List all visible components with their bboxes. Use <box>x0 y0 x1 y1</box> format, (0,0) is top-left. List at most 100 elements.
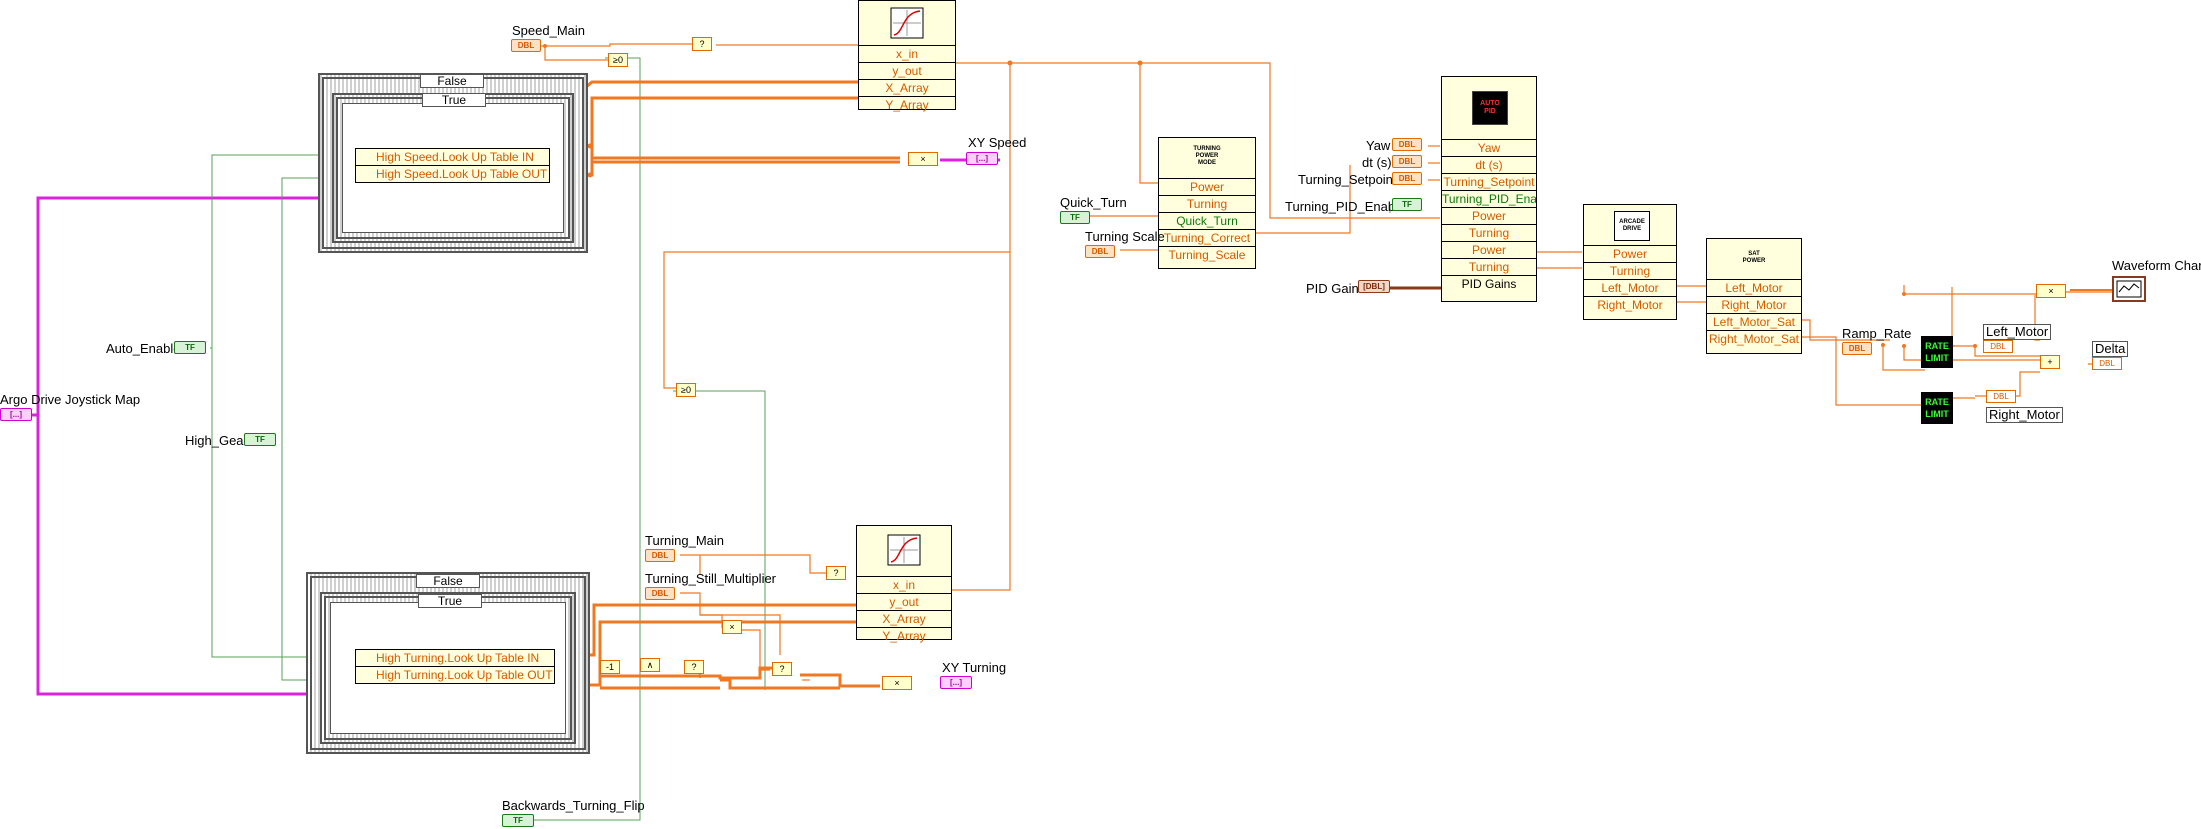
auto-pid-subvi[interactable]: AUTO PID Yaw dt (s) Turning_Setpoint Tur… <box>1441 76 1537 302</box>
turning-main-select-primitive[interactable]: ? <box>826 566 846 580</box>
interp-top-row-y-out: y_out <box>859 63 955 80</box>
delta-indicator[interactable]: DBL <box>2092 357 2122 370</box>
backwards-turning-flip-terminal[interactable]: TF <box>502 814 534 827</box>
turning-scale-label: Turning Scale <box>1085 229 1165 244</box>
chart-icon <box>2116 280 2142 298</box>
turning-select-primitive-1[interactable]: ? <box>684 660 704 674</box>
sat-row-right-motor: Right_Motor <box>1707 297 1801 314</box>
pid-gains-terminal[interactable]: [DBL] <box>1358 280 1390 293</box>
build-xy-turning[interactable]: × <box>882 676 912 690</box>
speed-lut-in: High Speed.Look Up Table IN <box>376 150 534 164</box>
delta-subtract-primitive[interactable]: + <box>2040 355 2060 369</box>
right-motor-indicator[interactable]: DBL <box>1986 390 2016 403</box>
high-gear-label: High_Gear <box>185 433 248 448</box>
turning-power-mode-icon: TURNING POWER MODE <box>1159 138 1255 179</box>
sat-power-subvi[interactable]: SAT POWER Left_Motor Right_Motor Left_Mo… <box>1706 238 1802 354</box>
arcade-drive-icon: ARCADE DRIVE <box>1584 205 1676 246</box>
xy-turning-terminal[interactable]: [...] <box>940 676 972 689</box>
pid-gains-label: PID Gains <box>1306 281 1366 296</box>
turning-pid-enable-terminal[interactable]: TF <box>1392 198 1422 211</box>
auto-pid-row-pid-gains: PID Gains <box>1461 277 1517 291</box>
speed-lookup-table-cluster[interactable]: High Speed.Look Up Table IN High Speed.L… <box>355 148 550 183</box>
interpolate-subvi-bottom[interactable]: x_in y_out X_Array Y_Array <box>856 525 952 643</box>
turning-case-selector-outer[interactable]: False <box>416 574 480 588</box>
turning-main-terminal[interactable]: DBL <box>645 549 675 562</box>
quick-turn-terminal[interactable]: TF <box>1060 211 1090 224</box>
xy-speed-terminal[interactable]: [...] <box>966 152 998 165</box>
turning-negate-primitive[interactable]: -1 <box>600 660 620 674</box>
arcade-icon-line-2: DRIVE <box>1622 226 1642 232</box>
sat-icon-line-1: SAT <box>1748 251 1760 257</box>
auto-pid-icon: AUTO PID <box>1442 77 1536 140</box>
build-array-chart[interactable]: × <box>2036 284 2066 298</box>
interp-bottom-row-y-out: y_out <box>857 594 951 611</box>
interpolate-subvi-top[interactable]: x_in y_out X_Array Y_Array <box>858 0 956 112</box>
joystick-map-terminal[interactable]: [...] <box>0 408 32 421</box>
rate-limit-left[interactable]: RATE LIMIT <box>1921 336 1953 368</box>
tpm-row-turning: Turning <box>1159 196 1255 213</box>
tpm-icon-line-2: POWER <box>1195 153 1219 159</box>
turning-lookup-table-cluster[interactable]: High Turning.Look Up Table IN High Turni… <box>355 649 555 684</box>
auto-pid-row-turning-setpoint: Turning_Setpoint <box>1442 175 1536 191</box>
speed-case-selector-outer[interactable]: False <box>420 74 484 88</box>
rate-limit-right-line-1: RATE <box>1925 397 1949 407</box>
speed-main-terminal[interactable]: DBL <box>511 39 541 52</box>
interpolate-icon <box>859 1 955 46</box>
speed-main-label: Speed_Main <box>512 23 585 38</box>
joystick-map-label: Argo Drive Joystick Map <box>0 392 141 407</box>
turning-lut-out: High Turning.Look Up Table OUT <box>356 666 554 683</box>
auto-pid-row-turning-in: Turning <box>1442 225 1536 242</box>
rate-limit-right[interactable]: RATE LIMIT <box>1921 392 1953 424</box>
turning-compare-primitive[interactable]: ≥0 <box>676 383 696 397</box>
arcade-icon-line-1: ARCADE <box>1619 219 1645 225</box>
tpm-row-quick-turn: Quick_Turn <box>1159 213 1255 230</box>
tpm-icon-line-3: MODE <box>1198 160 1216 166</box>
auto-enable-terminal[interactable]: TF <box>174 341 206 354</box>
turning-and-primitive[interactable]: ∧ <box>640 658 660 672</box>
sat-row-left-motor-sat: Left_Motor_Sat <box>1707 314 1801 331</box>
turning-case-selector-inner[interactable]: True <box>418 594 482 608</box>
yaw-label: Yaw <box>1366 138 1391 153</box>
speed-multiply-primitive[interactable]: ? <box>692 37 712 51</box>
turning-setpoint-terminal[interactable]: DBL <box>1392 172 1422 185</box>
xy-turning-label: XY Turning <box>942 660 1007 675</box>
turning-power-mode-subvi[interactable]: TURNING POWER MODE Power Turning Quick_T… <box>1158 137 1256 269</box>
curve-icon <box>887 534 921 566</box>
boolean-wire <box>210 57 1391 821</box>
high-gear-terminal[interactable]: TF <box>244 433 276 446</box>
sat-power-icon: SAT POWER <box>1707 239 1801 280</box>
left-motor-indicator-label: Left_Motor <box>1983 324 2052 340</box>
tpm-row-turning-scale: Turning_Scale <box>1168 248 1246 262</box>
interp-top-row-y-array: Y_Array <box>885 98 929 112</box>
wire-junctions <box>543 44 1977 688</box>
arcade-row-right-motor: Right_Motor <box>1597 298 1663 312</box>
yaw-terminal[interactable]: DBL <box>1392 138 1422 151</box>
curve-icon <box>890 7 924 39</box>
turning-multiply-primitive[interactable]: × <box>722 620 742 634</box>
interp-top-row-x-in: x_in <box>859 46 955 63</box>
turning-pid-enable-label: Turning_PID_Enable <box>1285 199 1406 214</box>
auto-pid-row-turning-pid-enable: Turning_PID_Ena <box>1442 192 1536 208</box>
rate-limit-right-line-2: LIMIT <box>1925 409 1949 419</box>
waveform-chart-indicator[interactable] <box>2112 276 2146 302</box>
speed-compare-primitive[interactable]: ≥0 <box>608 53 628 67</box>
auto-pid-row-turning-out: Turning <box>1442 259 1536 276</box>
build-xy-speed[interactable]: × <box>908 152 938 166</box>
interpolate-icon-bottom <box>857 526 951 577</box>
arcade-row-power: Power <box>1584 246 1676 263</box>
ramp-rate-terminal[interactable]: DBL <box>1842 342 1872 355</box>
tpm-icon-line-1: TURNING <box>1193 146 1221 152</box>
delta-indicator-label: Delta <box>2092 341 2129 357</box>
array-wire <box>548 80 900 692</box>
turning-select-primitive-2[interactable]: ? <box>772 662 792 676</box>
rate-limit-left-line-2: LIMIT <box>1925 353 1949 363</box>
arcade-drive-subvi[interactable]: ARCADE DRIVE Power Turning Left_Motor Ri… <box>1583 204 1677 320</box>
dt-terminal[interactable]: DBL <box>1392 155 1422 168</box>
left-motor-indicator[interactable]: DBL <box>1983 340 2013 353</box>
turning-scale-terminal[interactable]: DBL <box>1085 245 1115 258</box>
speed-case-selector-inner[interactable]: True <box>422 93 486 107</box>
sat-row-right-motor-sat: Right_Motor_Sat <box>1708 332 1800 346</box>
turning-still-multiplier-terminal[interactable]: DBL <box>645 587 675 600</box>
auto-pid-row-power-in: Power <box>1442 208 1536 225</box>
turning-still-multiplier-label: Turning_Still_Multiplier <box>645 571 777 586</box>
